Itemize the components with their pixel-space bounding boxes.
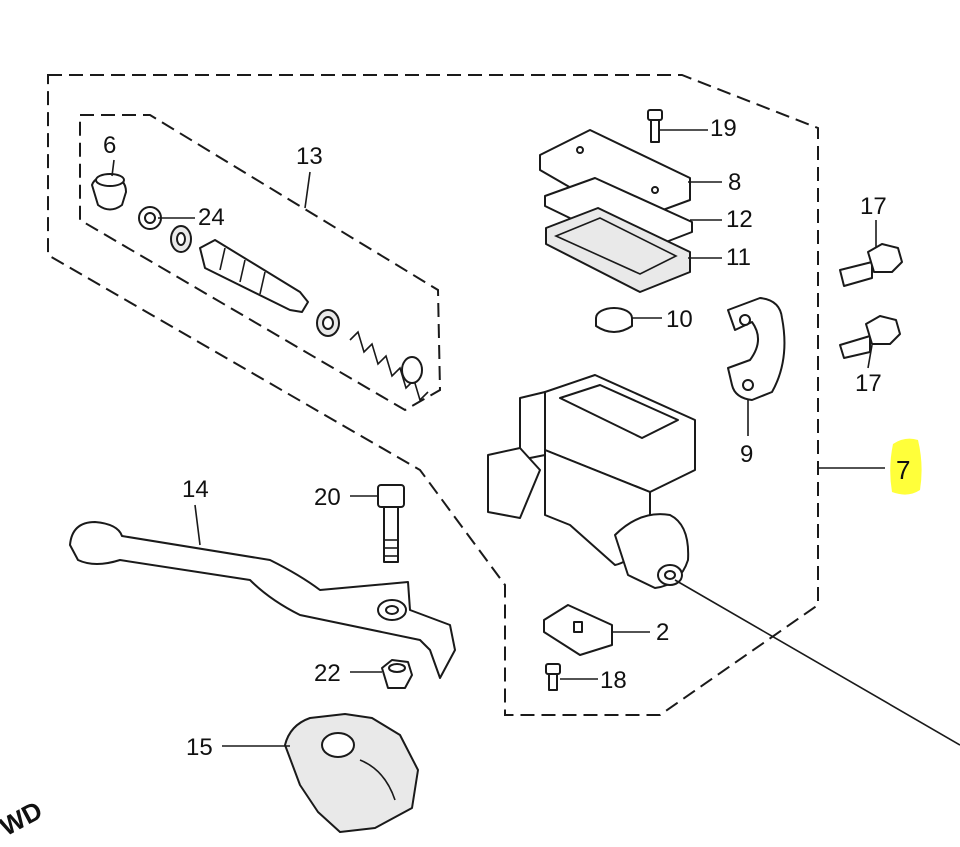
callout-6: 6 xyxy=(103,132,116,159)
callout-19: 19 xyxy=(710,115,737,142)
seal-ring-part xyxy=(170,225,192,253)
assembly-boundary xyxy=(47,74,819,716)
plate-part xyxy=(544,177,693,253)
circlip-part xyxy=(138,206,162,230)
callout-17-lower: 17 xyxy=(855,370,882,397)
leader-lines xyxy=(111,129,960,747)
callout-7-highlight xyxy=(890,438,922,495)
callout-24: 24 xyxy=(198,204,225,231)
cap-screw-part xyxy=(647,109,663,143)
spring-part xyxy=(349,330,429,402)
holder-part xyxy=(727,297,786,401)
callout-18: 18 xyxy=(600,667,627,694)
callout-2: 2 xyxy=(656,619,669,646)
brake-lever-part xyxy=(69,521,456,679)
callout-8: 8 xyxy=(728,169,741,196)
callout-9: 9 xyxy=(740,441,753,468)
master-cylinder-body-part xyxy=(487,374,696,589)
diaphragm-part xyxy=(545,207,691,293)
spring-cup-part xyxy=(316,309,340,337)
float-part xyxy=(595,307,633,333)
callout-12: 12 xyxy=(726,206,753,233)
callout-15: 15 xyxy=(186,734,213,761)
bolt-upper-part xyxy=(839,243,903,287)
pivot-bolt-part xyxy=(377,484,405,563)
callout-13: 13 xyxy=(296,143,323,170)
callout-22: 22 xyxy=(314,660,341,687)
piston-part xyxy=(199,239,309,313)
callout-7: 7 xyxy=(896,455,910,485)
boot-part xyxy=(91,173,127,211)
nut-part xyxy=(381,659,413,689)
callout-10: 10 xyxy=(666,306,693,333)
bolt-lower-part xyxy=(839,315,901,359)
reservoir-cap-part xyxy=(539,129,691,223)
callout-17-upper: 17 xyxy=(860,193,887,220)
switch-screw-part xyxy=(545,663,561,691)
piston-kit-boundary xyxy=(79,114,442,412)
lever-cover-part xyxy=(284,713,419,833)
callout-20: 20 xyxy=(314,484,341,511)
callout-14: 14 xyxy=(182,476,209,503)
switch-part xyxy=(543,604,613,656)
callout-11: 11 xyxy=(726,244,751,271)
direction-label: WD xyxy=(0,795,47,842)
